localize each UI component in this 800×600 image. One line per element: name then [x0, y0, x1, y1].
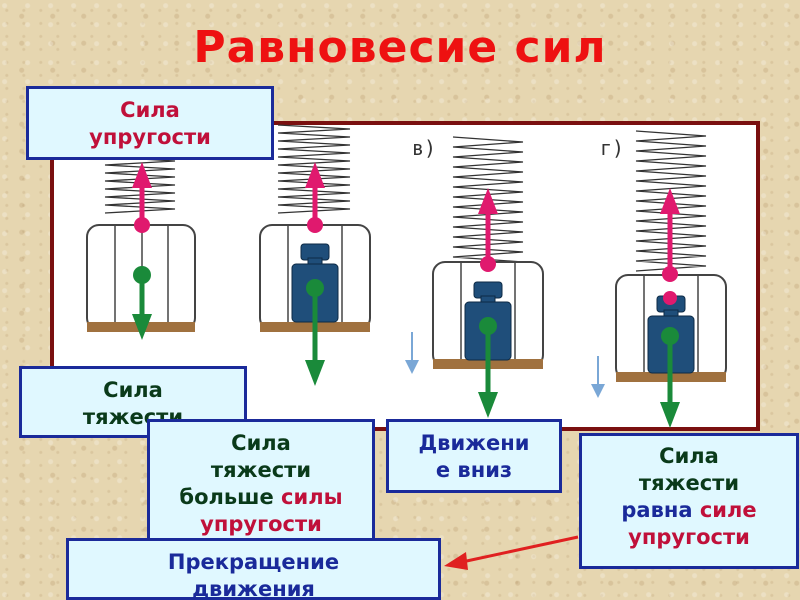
elastic-force-arrow-b [305, 162, 325, 233]
label-v: в) [412, 136, 436, 160]
stop-motion-box: Прекращение движения [66, 538, 441, 600]
gravity-greater-box: Сила тяжести больше силы упругости [147, 419, 375, 549]
elastic-force-arrow-d [660, 188, 680, 305]
gravity-arrow-d [660, 327, 680, 428]
elastic-force-arrow-c [478, 188, 498, 272]
elastic-force-arrow-a [132, 162, 152, 233]
gravity-arrow-b [305, 279, 325, 386]
spring-d [635, 130, 707, 272]
motion-arrow-c [405, 332, 419, 374]
gravity-equal-box: Сила тяжести равна силе упругости [579, 433, 799, 569]
motion-arrow-d [591, 356, 605, 398]
motion-down-box: Движени е вниз [386, 419, 562, 493]
pointer-arrow [444, 535, 579, 570]
spring-b [277, 124, 351, 214]
elastic-force-label-box: Сила упругости [26, 86, 274, 160]
page-title: Равновесие сил [193, 22, 607, 73]
gravity-arrow-c [478, 317, 498, 418]
gravity-arrow-a [132, 266, 152, 340]
label-g: г) [600, 136, 624, 160]
